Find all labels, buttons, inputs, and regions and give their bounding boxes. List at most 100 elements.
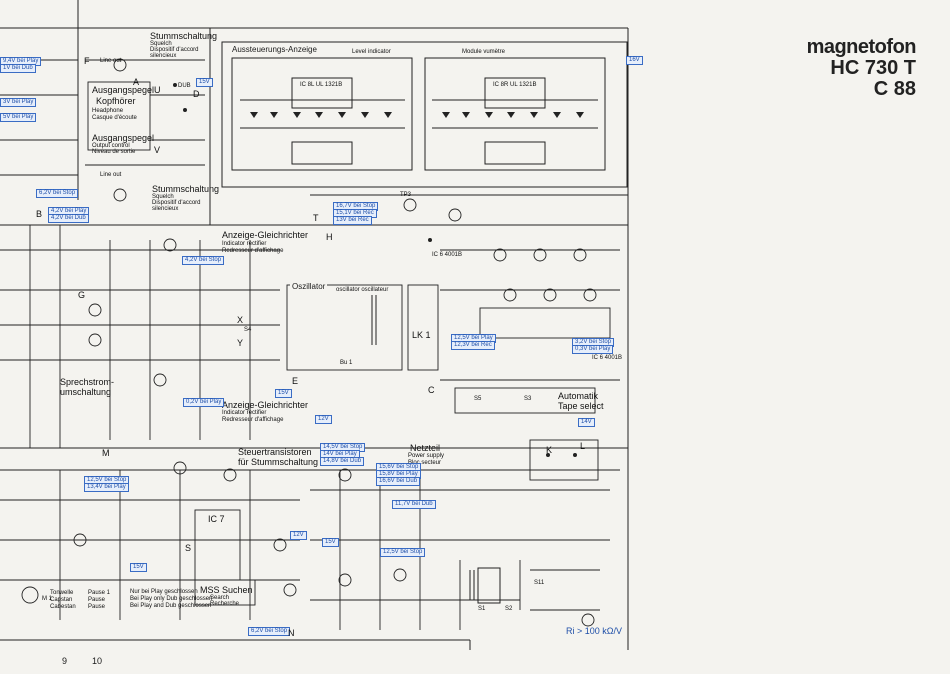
s4-label: S4 [244,327,252,333]
vtag-6: 15V [275,389,292,398]
note-15: 14,8V bei Dub [320,457,365,466]
note-25: 4,2V bei Dub [48,214,89,223]
wiring [0,59,628,630]
brand-name: magnetofon [806,36,917,58]
kopfhoerer-l3: Headphone [92,108,124,114]
tonwelle-l3: Cabestan [50,604,76,610]
netzteil-l3: Bloc secteur [408,460,442,466]
s11-label: S11 [534,580,545,586]
node-h: H [326,232,333,242]
note-12: 0,3V bei Play [572,345,614,354]
dub-label: DUB [178,83,191,89]
play-note-l2: Bei Play only Dub geschlossen [130,596,213,602]
vtag-3: 12V [315,415,332,424]
sprechstrom-l1: Sprechstrom- [60,377,115,387]
kopfhoerer-l2: Kopfhörer [96,96,136,106]
ic-top-right: IC 8R UL 1321B [493,82,537,88]
note-18: 16,6V bei Dub [376,477,421,486]
anzeige-bottom-l3: Redresseur d'affichage [222,417,284,423]
mss-l2: Search [210,595,230,601]
grid-frame [0,0,629,650]
node-m: M [102,448,110,458]
level-indicator-block [221,41,628,188]
note-8: 4,2V bei Stop [182,256,225,265]
lk1-label: LK 1 [412,330,431,340]
brand-model: HC 730 T [830,57,916,79]
kopfhoerer-l1: Ausgangspegel [92,85,155,95]
transformer [371,295,501,604]
ic6-b: IC 6 4001B [592,355,623,361]
stummschaltung-mid-sub3: silencieux [152,206,179,212]
node-u: U [154,85,161,95]
steuer-l1: Steuertransistoren [238,447,312,457]
note-26: 6,2V bei Stop [36,189,79,198]
note-21: 13,4V bei Play [84,483,129,492]
anzeige-bottom-l1: Anzeige-Gleichrichter [222,400,309,410]
ausgangspegel-l2: Output control [92,143,130,149]
note-28: 6,2V bei Stop [248,627,291,636]
ic-top-left: IC 8L UL 1321B [300,82,343,88]
kopfhoerer-l4: Casque d'écoute [92,115,137,121]
stummschaltung-top-sub1: Squelch [150,41,172,47]
note-2: 1V bei Dub [0,64,36,73]
node-f: F [84,56,90,66]
transistors [21,58,597,627]
mss-l1: MSS Suchen [200,585,253,595]
node-l: L [580,441,586,451]
stummschaltung-top-title: Stummschaltung [150,31,218,41]
tonwelle-l2: Capstan [50,597,73,603]
aussteuerung-title: Aussteuerungs-Anzeige [230,45,319,54]
node-k: K [546,445,553,455]
pause-l2: Pause [88,597,106,603]
anzeige-top-l3: Redresseur d'affichage [222,248,284,254]
switches [173,83,577,457]
automatik-l1: Automatik [558,391,599,401]
s1-label: S1 [478,606,486,612]
steuer-l2: für Stummschaltung [238,457,319,467]
vtag-5: 15V [322,538,339,547]
netzteil-l2: Power supply [408,453,445,459]
node-b: B [36,209,43,219]
line-out-top: Line out [100,58,122,64]
anzeige-bottom-l2: Indicator rectifier [222,410,267,416]
anzeige-top-l1: Anzeige-Gleichrichter [222,230,309,240]
s3-label: S3 [524,396,532,402]
note-22: 12,5V bei Stop [380,548,426,557]
node-n: N [288,628,295,638]
ic6-a: IC 6 4001B [432,252,463,258]
note-19: 11,7V bei Dub [392,500,436,509]
pause-l1: Pause 1 [88,590,111,596]
oszillator-title: Oszillator [290,282,328,291]
note-3: 3V bei Play [0,98,37,107]
line-out-mid: Line out [100,172,122,178]
led-row-right [442,112,584,118]
netzteil-l1: Netzteil [410,443,441,453]
brand-block: magnetofon HC 730 T C 88 [806,36,917,100]
tonwelle-l1: Tonwelle [50,590,74,596]
sprechstrom-l2: umschaltung [60,387,112,397]
stummschaltung-mid-sub2: Dispositif d'accord [152,200,201,206]
node-e: E [292,376,299,386]
stummschaltung-top-sub3: silencieux [150,53,177,59]
aussteuerung-sub-en: Level indicator [352,49,391,55]
vtag-1: 15V [196,78,213,87]
node-s: S [185,543,192,553]
pause-l3: Pause [88,604,106,610]
note-23: 0,2V bei Play [183,398,225,407]
node-t: T [313,213,319,223]
note-7: 13V bei Rec [333,216,372,225]
meter-ri-label: Ri > 100 kΩ/V [566,626,623,636]
aussteuerung-sub-fr: Module vumètre [462,49,506,55]
ausgangspegel-l3: Niveau de sortie [92,149,136,155]
s5-label: S5 [474,396,482,402]
oszillator-sub: oscillator oscillateur [336,287,389,293]
play-note-l3: Bei Play and Dub geschlossen [130,603,212,609]
node-g: G [78,290,86,300]
tp3-label: TP3 [400,192,412,198]
node-c: C [428,385,435,395]
node-y: Y [237,338,244,348]
page-number-right: 10 [92,656,103,666]
node-a: A [133,77,140,87]
node-x: X [237,315,244,325]
